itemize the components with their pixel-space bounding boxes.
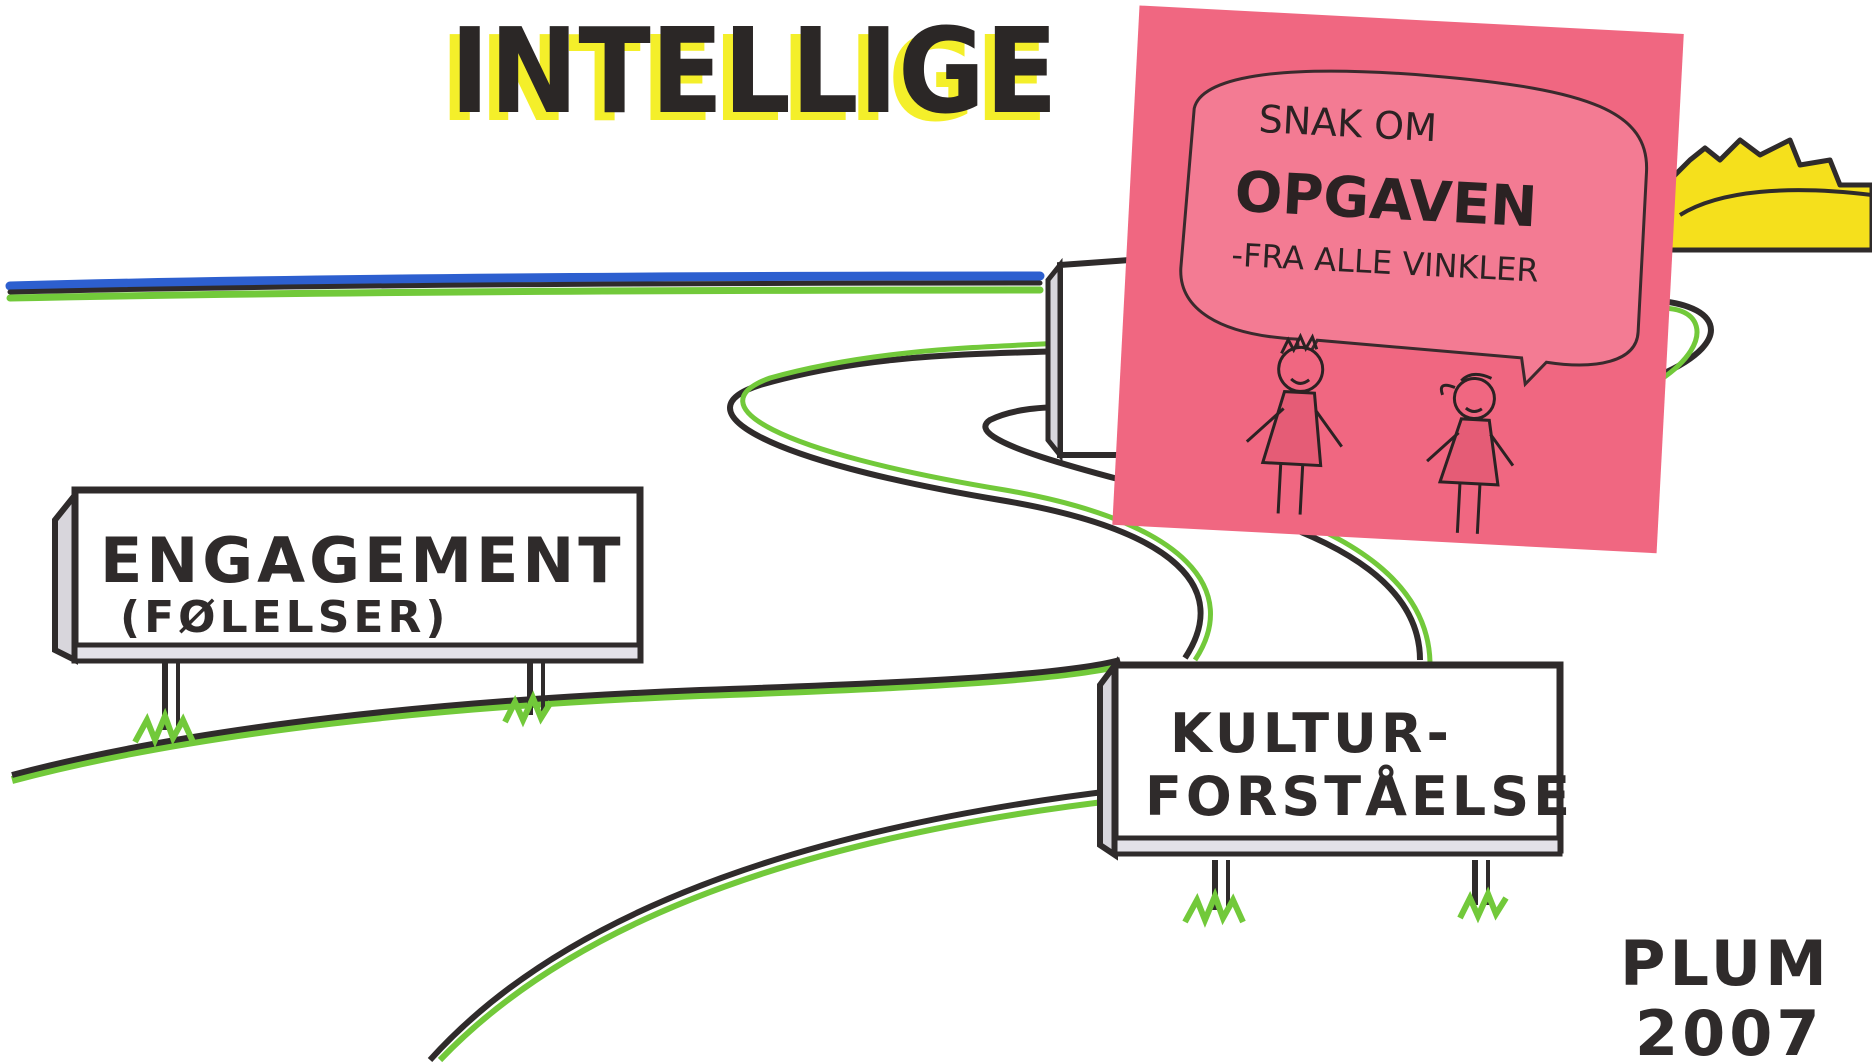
note-line1: SNAK OM [1258, 97, 1438, 150]
river-line [5, 271, 1045, 291]
sign-engagement-line2: (FØLELSER) [120, 592, 449, 643]
title-text: INTELLIGE [450, 2, 1058, 140]
sun-icon [1647, 137, 1872, 253]
horizon-ink [7, 280, 1043, 295]
sign-engagement-line1: ENGAGEMENT [100, 524, 625, 597]
sign-kultur-line2: FORSTÅELSE [1145, 765, 1574, 828]
person-left-icon [1245, 332, 1343, 515]
signature-year: 2007 [1635, 997, 1824, 1063]
road-edge-winding-left [727, 347, 1204, 660]
road-grass-lower [437, 797, 1121, 1063]
road-edge-upper [11, 657, 1121, 778]
signature-name: PLUM [1620, 927, 1831, 1000]
title: INTELLIGE INTELLIGE [440, 2, 1058, 148]
road-grass-winding-left [740, 339, 1213, 662]
speech-bubble [1179, 69, 1648, 388]
road-edge-lower [427, 787, 1121, 1063]
signature: PLUM 2007 [1620, 927, 1831, 1063]
horizon-grass [6, 286, 1044, 302]
sticky-note: SNAK OM OPGAVEN -FRA ALLE VINKLER [1112, 5, 1684, 554]
person-right-icon [1426, 372, 1515, 534]
road-grass-left [10, 661, 1121, 784]
road-edge-winding-right [982, 402, 1423, 661]
sign-kultur-line1: KULTUR- [1170, 702, 1453, 765]
note-line2: OPGAVEN [1233, 160, 1539, 241]
sign-kulturforstaaelse: KULTUR- FORSTÅELSE [1097, 656, 1574, 928]
title-highlight: INTELLIGE [440, 10, 1048, 148]
horizon [5, 271, 1045, 302]
sign-engagement: ENGAGEMENT (FØLELSER) [52, 486, 644, 748]
